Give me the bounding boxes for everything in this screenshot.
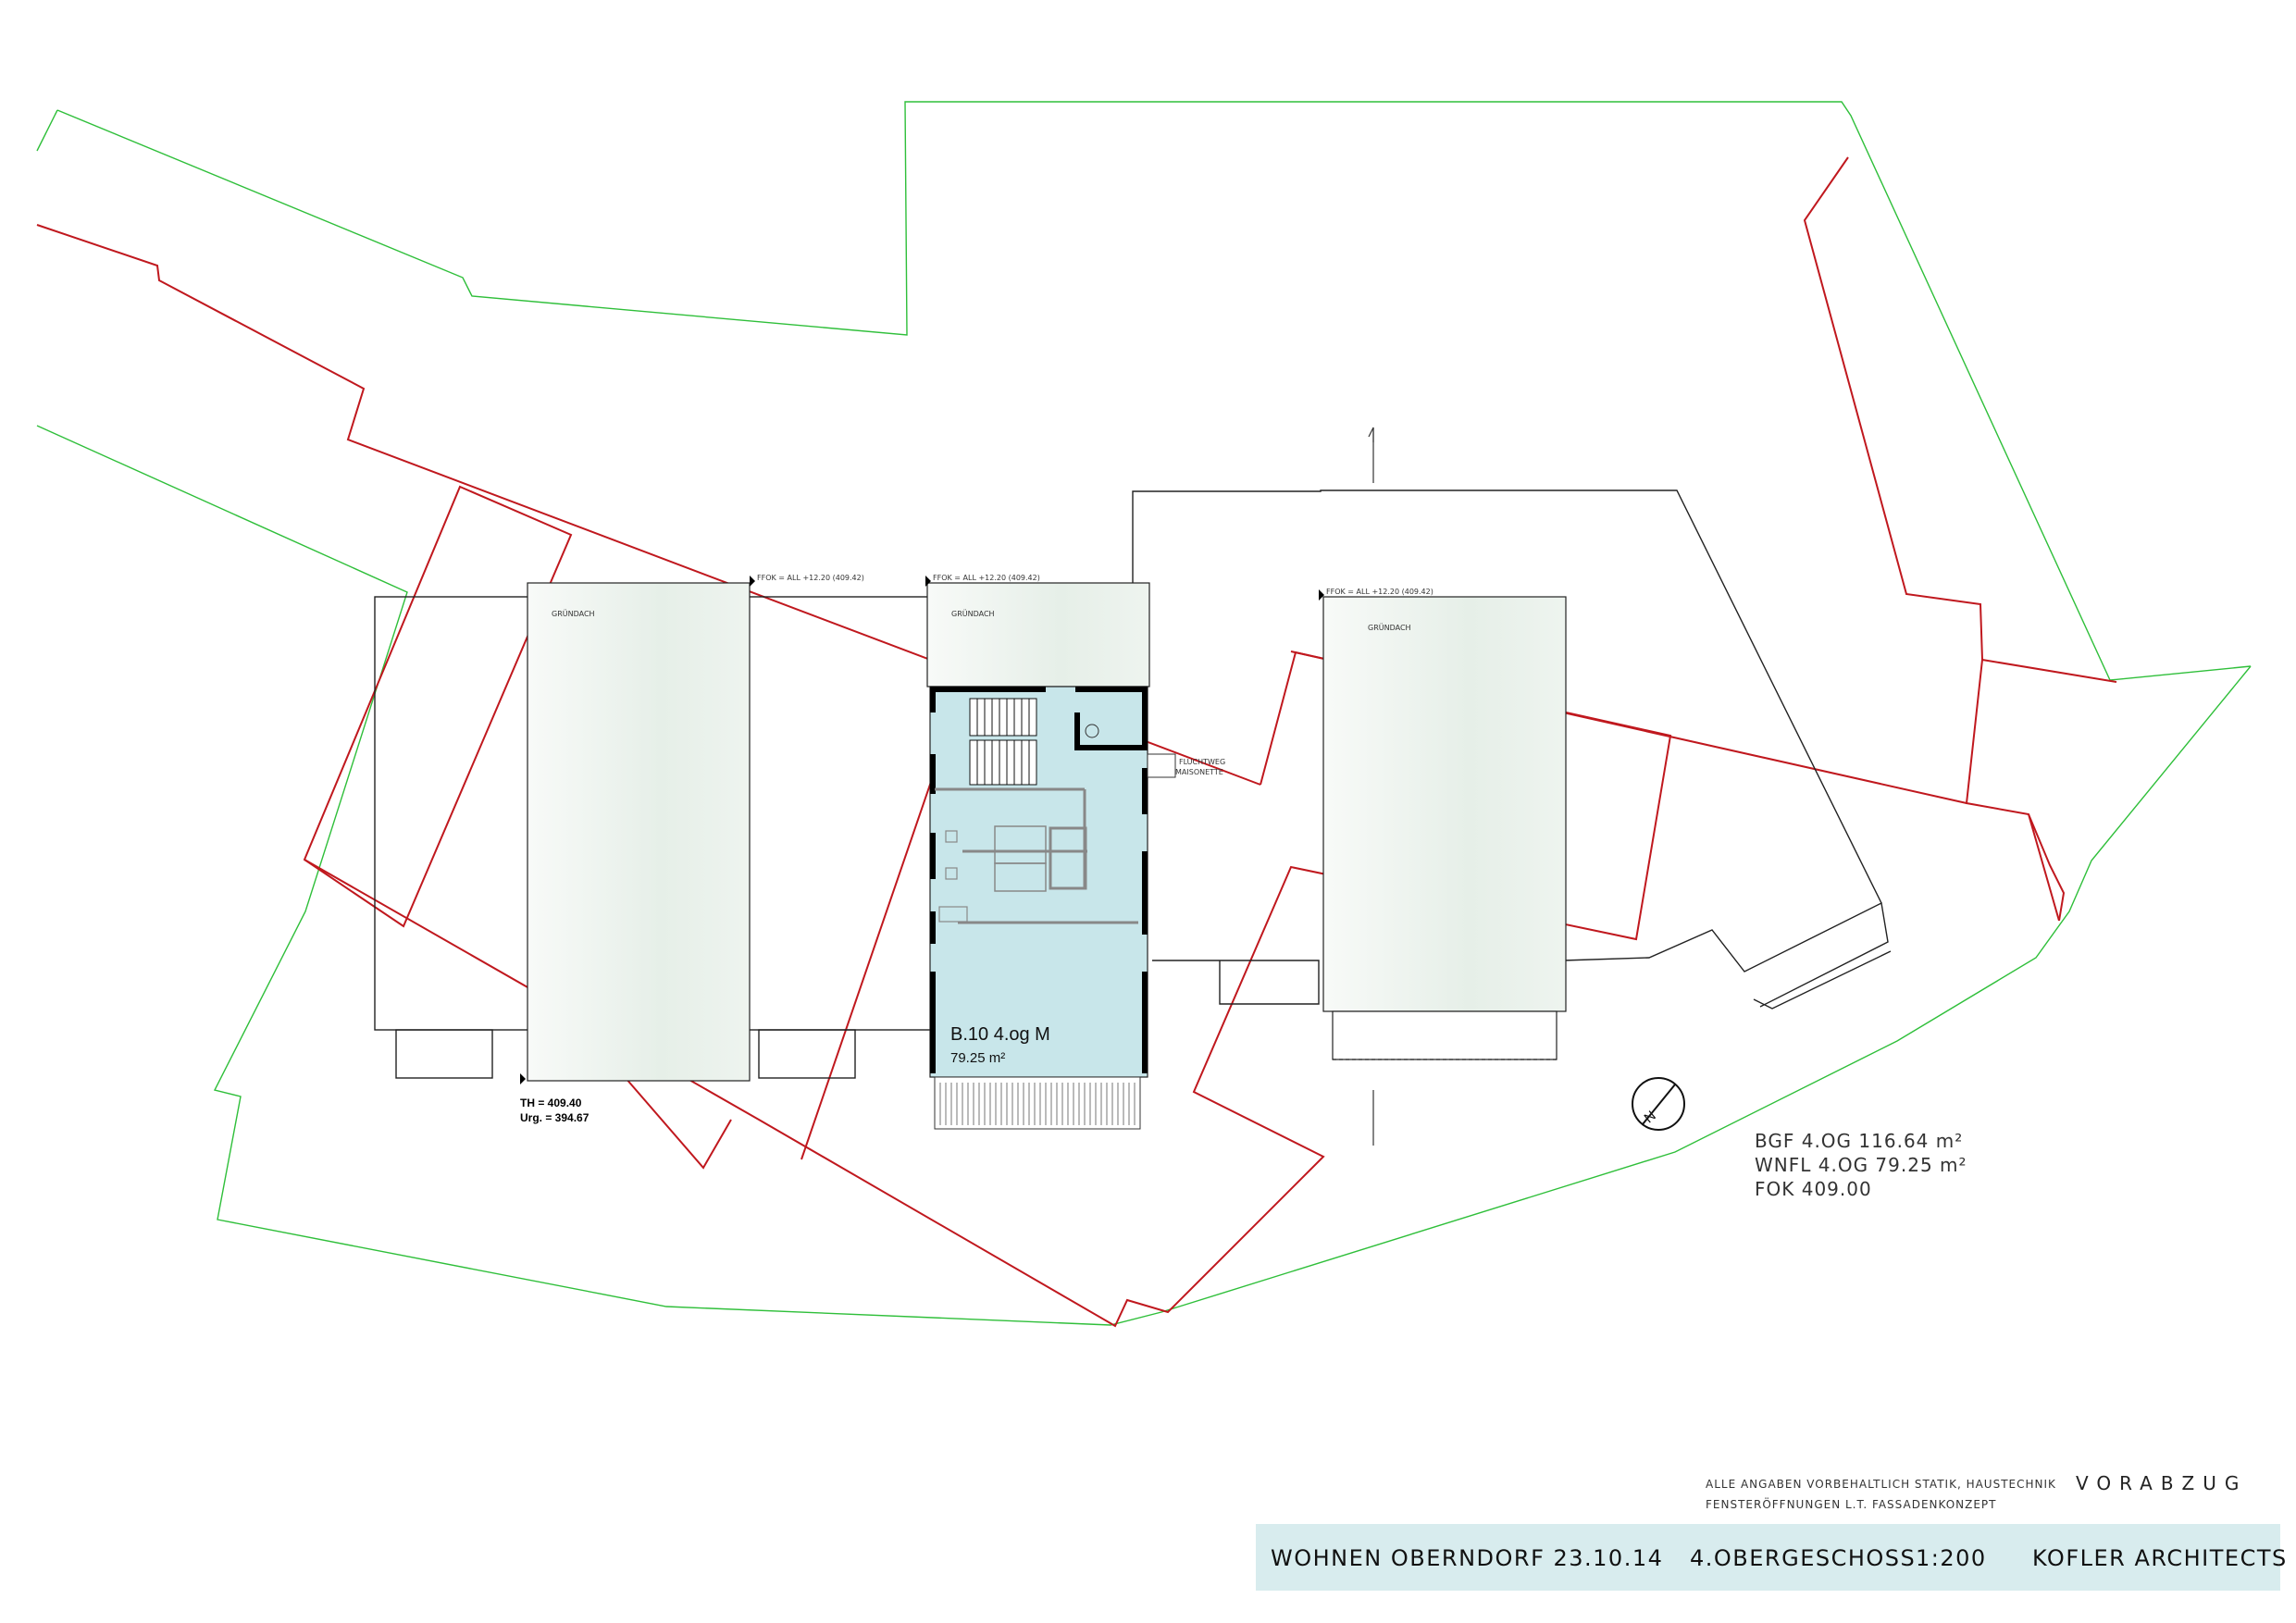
unit-name: B.10 4.og M <box>950 1024 1050 1045</box>
th-height: TH = 409.40 <box>520 1096 582 1109</box>
unit-area: 79.25 m² <box>950 1050 1005 1066</box>
stat-wnfl: WNFL 4.OG 79.25 m² <box>1755 1154 1967 1176</box>
plot-boundary-north <box>36 109 58 152</box>
title-project: WOHNEN OBERNDORF 23.10.14 <box>1271 1545 1663 1571</box>
height-marker-left <box>750 576 755 587</box>
unit-b10-stairs <box>969 698 1037 786</box>
gruendach-label-right: GRÜNDACH <box>1368 623 1411 632</box>
title-office: KOFLER ARCHITECTS <box>2032 1545 2288 1571</box>
stair-upper <box>969 698 1037 737</box>
partition-chair-2 <box>945 867 958 880</box>
unit-b10-walls <box>930 687 1148 1073</box>
gruendach-label-mid: GRÜNDACH <box>951 609 995 618</box>
title-scale: 1:200 <box>1916 1545 1987 1571</box>
building-line-low <box>2028 813 2060 922</box>
note-line-1: ALLE ANGABEN VORBEHALTLICH STATIK, HAUST… <box>1706 1478 2056 1491</box>
stair-lower <box>969 739 1037 786</box>
building-line-east-upper <box>1981 659 2117 683</box>
building-outline-right-bay-2 <box>1753 950 1892 1010</box>
unit-b10-plan <box>929 686 1176 1130</box>
stat-fok: FOK 409.00 <box>1755 1178 1872 1200</box>
unit-b10-balcony <box>934 1076 1141 1130</box>
height-marker-th <box>520 1073 526 1084</box>
ffok-label-mid: FFOK = ALL +12.20 (409.42) <box>933 574 1040 582</box>
building-block-left <box>303 485 573 928</box>
vorabzug-stamp: VORABZUG <box>2076 1472 2247 1494</box>
gruendach-label-left: GRÜNDACH <box>552 609 595 618</box>
plot-boundary <box>36 101 2252 1326</box>
urg-height: Urg. = 394.67 <box>520 1111 590 1124</box>
partition-bed-2 <box>994 862 1047 892</box>
building-outline-right-bay <box>1562 901 1889 1008</box>
building-outline-left-balcony <box>395 1029 493 1079</box>
partition-chair-1 <box>945 830 958 843</box>
note-line-2: FENSTERÖFFNUNGEN L.T. FASSADENKONZEPT <box>1706 1496 1997 1511</box>
height-marker-mid <box>925 576 931 587</box>
shaft-symbol <box>1085 724 1099 738</box>
title-block <box>1256 1524 2280 1591</box>
ffok-label-right: FFOK = ALL +12.20 (409.42) <box>1326 588 1433 596</box>
building-outline-main <box>1132 489 1882 904</box>
escape-route-label-1: FLUCHTWEG <box>1179 758 1225 766</box>
plot-boundary-north-road <box>56 101 2252 681</box>
north-arrow-needle <box>1642 1084 1676 1125</box>
partition-desk <box>938 906 968 923</box>
section-markers <box>1368 427 1374 1146</box>
partition-bath <box>1049 826 1087 890</box>
green-roof-mid <box>926 582 1150 688</box>
green-roofs <box>527 582 1567 1082</box>
escape-route-label-2: MAISONETTE <box>1175 768 1223 776</box>
building-line-north <box>36 224 1261 786</box>
building-line-east <box>1803 156 2066 922</box>
title-floor: 4.OBERGESCHOSS <box>1690 1545 1916 1571</box>
green-roof-right-overhang <box>1332 1010 1558 1060</box>
building-line-low-2 <box>613 1063 732 1170</box>
wall-northeast <box>1074 687 1148 750</box>
section-marker-top-arrow <box>1368 427 1374 442</box>
ffok-label-left: FFOK = ALL +12.20 (409.42) <box>757 574 864 582</box>
stair-treads <box>976 699 1030 785</box>
wall-north <box>930 687 1046 712</box>
building-outline-right-wing <box>1152 960 1320 1005</box>
unit-b10-partitions <box>935 787 1138 924</box>
building-outline-mid-balcony <box>758 1029 856 1079</box>
height-marker-right <box>1319 589 1324 601</box>
escape-route-box <box>1147 753 1176 778</box>
north-arrow-circle <box>1632 1077 1685 1131</box>
north-arrow: N <box>1632 1077 1685 1131</box>
stat-bgf: BGF 4.OG 116.64 m² <box>1755 1130 1963 1152</box>
green-roof-right <box>1322 596 1567 1012</box>
unit-b10-balcony-grating <box>939 1083 1136 1125</box>
plot-boundary-west <box>36 425 2252 1326</box>
height-markers <box>520 576 1324 1084</box>
green-roof-left <box>527 582 751 1082</box>
